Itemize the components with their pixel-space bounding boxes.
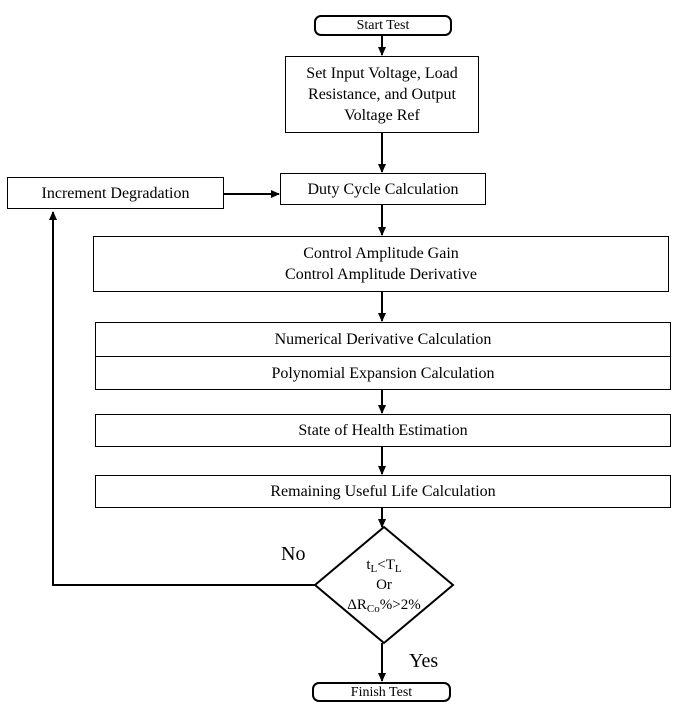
duty-cycle-node: Duty Cycle Calculation <box>280 173 486 205</box>
duty-label: Duty Cycle Calculation <box>307 180 459 198</box>
yes-branch-label: Yes <box>409 650 439 672</box>
control-line-2: Control Amplitude Derivative <box>285 266 477 283</box>
decision-diamond <box>313 525 455 645</box>
increment-label: Increment Degradation <box>41 184 190 202</box>
setup-node: Set Input Voltage, Load Resistance, and … <box>285 56 479 133</box>
rul-label: Remaining Useful Life Calculation <box>270 483 496 500</box>
control-line-1: Control Amplitude Gain <box>303 245 459 262</box>
polynomial-expansion-node: Polynomial Expansion Calculation <box>95 356 671 390</box>
control-amplitude-node: Control Amplitude Gain Control Amplitude… <box>93 236 669 292</box>
numerical-derivative-node: Numerical Derivative Calculation <box>95 322 671 357</box>
start-node: Start Test <box>314 15 452 36</box>
state-of-health-node: State of Health Estimation <box>95 414 671 447</box>
condition-resistance: ΔRCo%>2% <box>347 597 421 615</box>
remaining-useful-life-node: Remaining Useful Life Calculation <box>95 475 671 508</box>
setup-line-1: Set Input Voltage, Load <box>306 65 458 82</box>
polynomial-label: Polynomial Expansion Calculation <box>271 364 495 382</box>
numerical-label: Numerical Derivative Calculation <box>274 331 492 348</box>
increment-degradation-node: Increment Degradation <box>7 177 224 209</box>
no-branch-label: No <box>281 543 306 565</box>
soh-label: State of Health Estimation <box>298 422 468 439</box>
setup-line-3: Voltage Ref <box>344 107 420 124</box>
finish-node: Finish Test <box>312 682 451 702</box>
arrow-no-loop <box>49 211 315 586</box>
decision-condition: tL<TL Or ΔRCo%>2% <box>315 527 453 643</box>
condition-or: Or <box>376 577 392 593</box>
setup-line-2: Resistance, and Output <box>308 86 456 103</box>
finish-label: Finish Test <box>350 684 413 700</box>
start-label: Start Test <box>356 18 410 33</box>
condition-time: tL<TL <box>366 557 402 575</box>
